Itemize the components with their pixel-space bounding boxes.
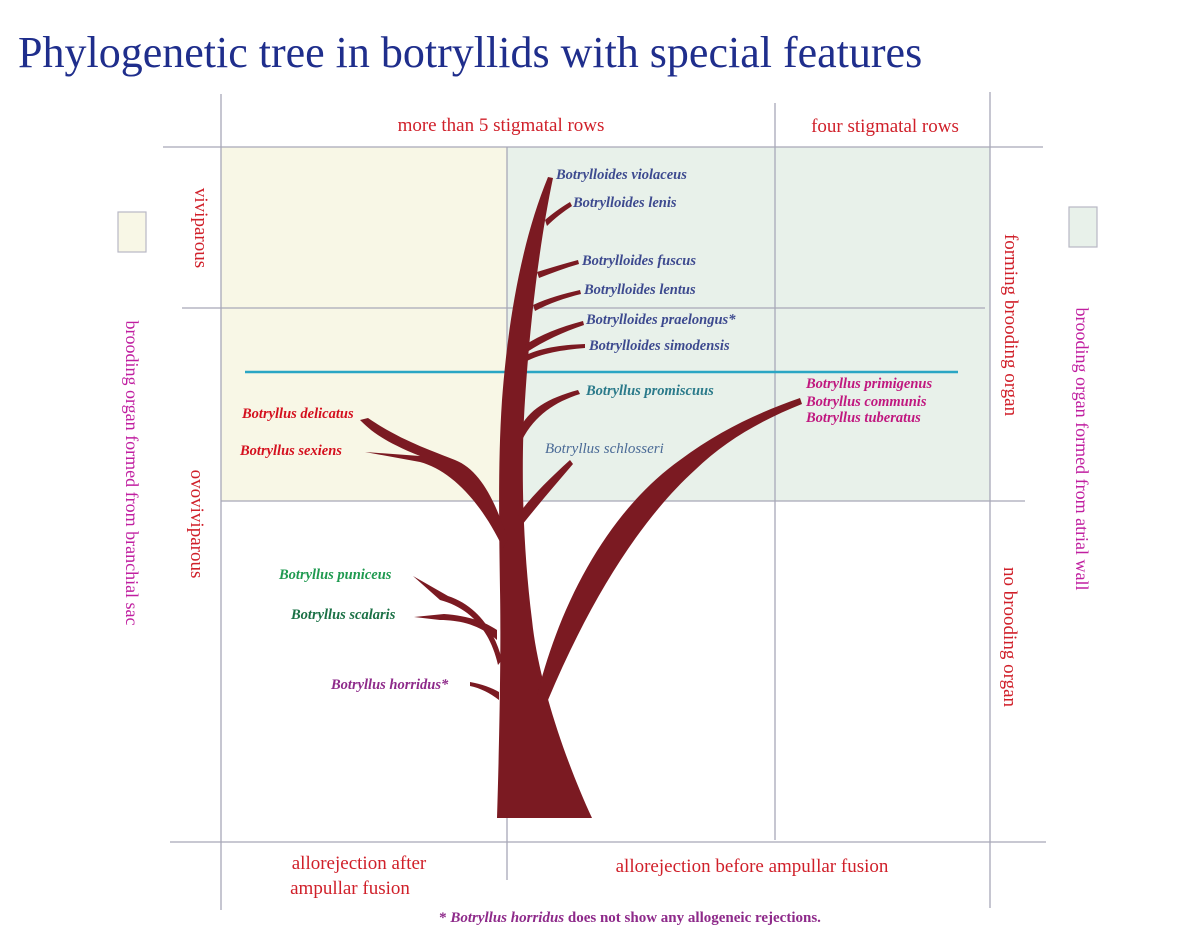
footnote-star: * [439,910,450,926]
tree-branch-praelongus [525,321,584,352]
tree-branch-horridus [470,682,499,700]
grid-lines [163,92,1046,910]
tree-branch-left [360,418,508,548]
species-label-fuscus: Botrylloides fuscus [581,253,696,269]
legend-label-atrial: brooding organ formed from atrial wall [1072,307,1092,590]
legend-label-branchial: brooding organ formed from branchial sac [122,320,142,625]
legend-swatch-branchial [117,211,147,253]
footnote-text: does not show any allogeneic rejections. [564,910,821,926]
phylogenetic-tree [360,177,802,818]
footer-allorejection-after-line1: allorejection after [292,853,427,874]
species-label-promiscuus: Botryllus promiscuus [585,383,714,399]
species-label-tuberatus: Botryllus tuberatus [805,410,921,426]
header-four-rows: four stigmatal rows [811,116,959,137]
label-no-brooding-organ: no brooding organ [999,567,1020,708]
species-label-lentus: Botrylloides lentus [583,282,696,298]
branchial-sac-region [221,147,507,501]
tree-branch-scalaris [414,614,497,640]
species-label-puniceus: Botryllus puniceus [278,567,392,583]
species-label-praelongus: Botrylloides praelongus* [585,312,736,328]
tree-branch-lentus [533,290,581,311]
species-label-sexiens: Botryllus sexiens [239,443,342,459]
footer-allorejection-after-line2: ampullar fusion [290,878,410,899]
species-label-primigenus: Botryllus primigenus [805,376,932,392]
species-label-communis: Botryllus communis [805,394,927,410]
tree-branch-schlosseri [518,460,573,525]
species-label-violaceus: Botrylloides violaceus [555,167,687,183]
tree-branch-lenis [545,202,572,226]
species-label-delicatus: Botryllus delicatus [241,406,354,422]
header-more-than-5-rows: more than 5 stigmatal rows [398,115,605,136]
page-title: Phylogenetic tree in botryllids with spe… [18,28,922,77]
species-label-scalaris: Botryllus scalaris [290,607,396,623]
footnote: * Botryllus horridus does not show any a… [439,910,821,926]
species-label-horridus: Botryllus horridus* [330,677,449,693]
legend-swatch-atrial [1068,206,1098,248]
atrial-wall-region [507,147,990,501]
label-forming-brooding-organ: forming brooding organ [1000,234,1021,417]
footer-allorejection-before: allorejection before ampullar fusion [616,856,889,877]
tree-trunk-main [497,177,592,818]
footnote-species: Botryllus horridus [449,910,564,926]
species-label-simodensis: Botrylloides simodensis [588,338,730,354]
species-label-schlosseri: Botryllus schlosseri [545,441,664,457]
species-label-lenis: Botrylloides lenis [572,195,677,211]
label-viviparous: viviparous [190,188,211,268]
tree-branch-promiscuus [519,390,580,440]
label-ovoviviparous: ovoviviparous [186,470,207,579]
tree-branch-fuscus [537,260,579,278]
tree-branch-simodensis [524,344,585,362]
